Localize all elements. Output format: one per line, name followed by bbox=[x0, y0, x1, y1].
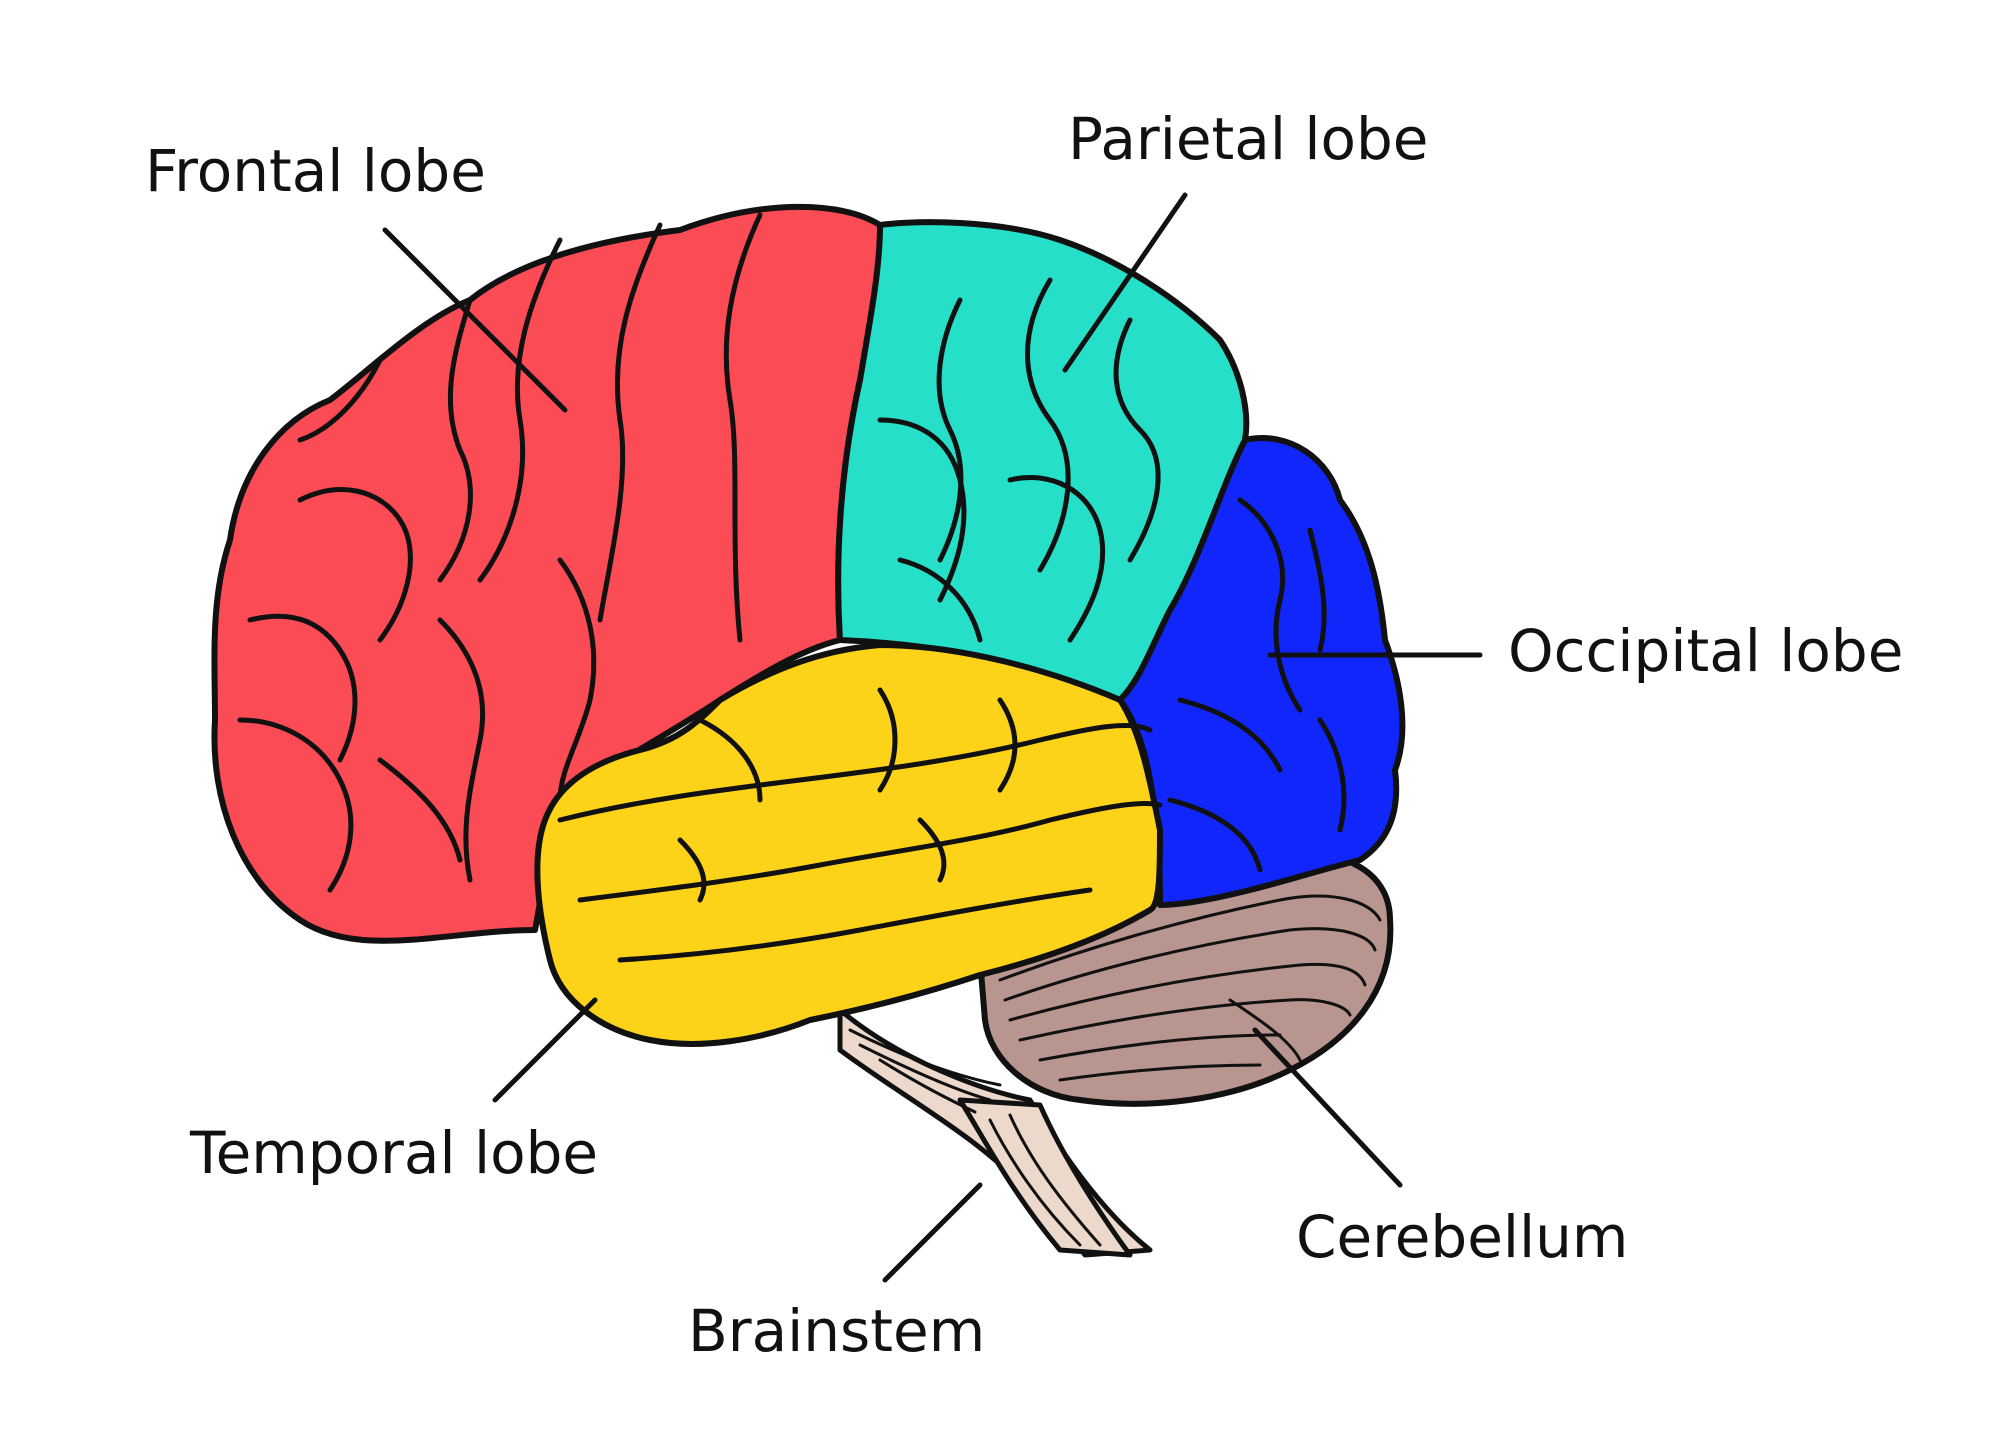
leader-lines bbox=[382, 192, 1483, 1283]
brainstem-striations bbox=[848, 1028, 1102, 1247]
brainstem-label: Brainstem bbox=[688, 1297, 986, 1365]
leader-line-frontal bbox=[382, 227, 568, 413]
frontal-lobe-label: Frontal lobe bbox=[145, 137, 486, 205]
temporal-lobe-label: Temporal lobe bbox=[190, 1119, 599, 1187]
occipital-lobe-label: Occipital lobe bbox=[1508, 617, 1904, 685]
occipital-lobe-region bbox=[1117, 435, 1406, 908]
parietal-gyri bbox=[877, 277, 1161, 643]
frontal-gyri bbox=[237, 212, 763, 893]
temporal-lobe-region bbox=[534, 642, 1163, 1047]
leader-line-parietal bbox=[1062, 192, 1188, 373]
cerebellum-folia bbox=[998, 894, 1382, 1082]
leader-line-temporal bbox=[492, 997, 598, 1103]
parietal-lobe-label: Parietal lobe bbox=[1068, 105, 1429, 173]
occipital-gyri bbox=[1167, 497, 1347, 873]
cerebellum-label: Cerebellum bbox=[1296, 1203, 1629, 1271]
temporal-gyri bbox=[557, 687, 1163, 963]
leader-line-brainstem bbox=[882, 1182, 983, 1283]
leader-line-cerebellum bbox=[1252, 1027, 1403, 1188]
